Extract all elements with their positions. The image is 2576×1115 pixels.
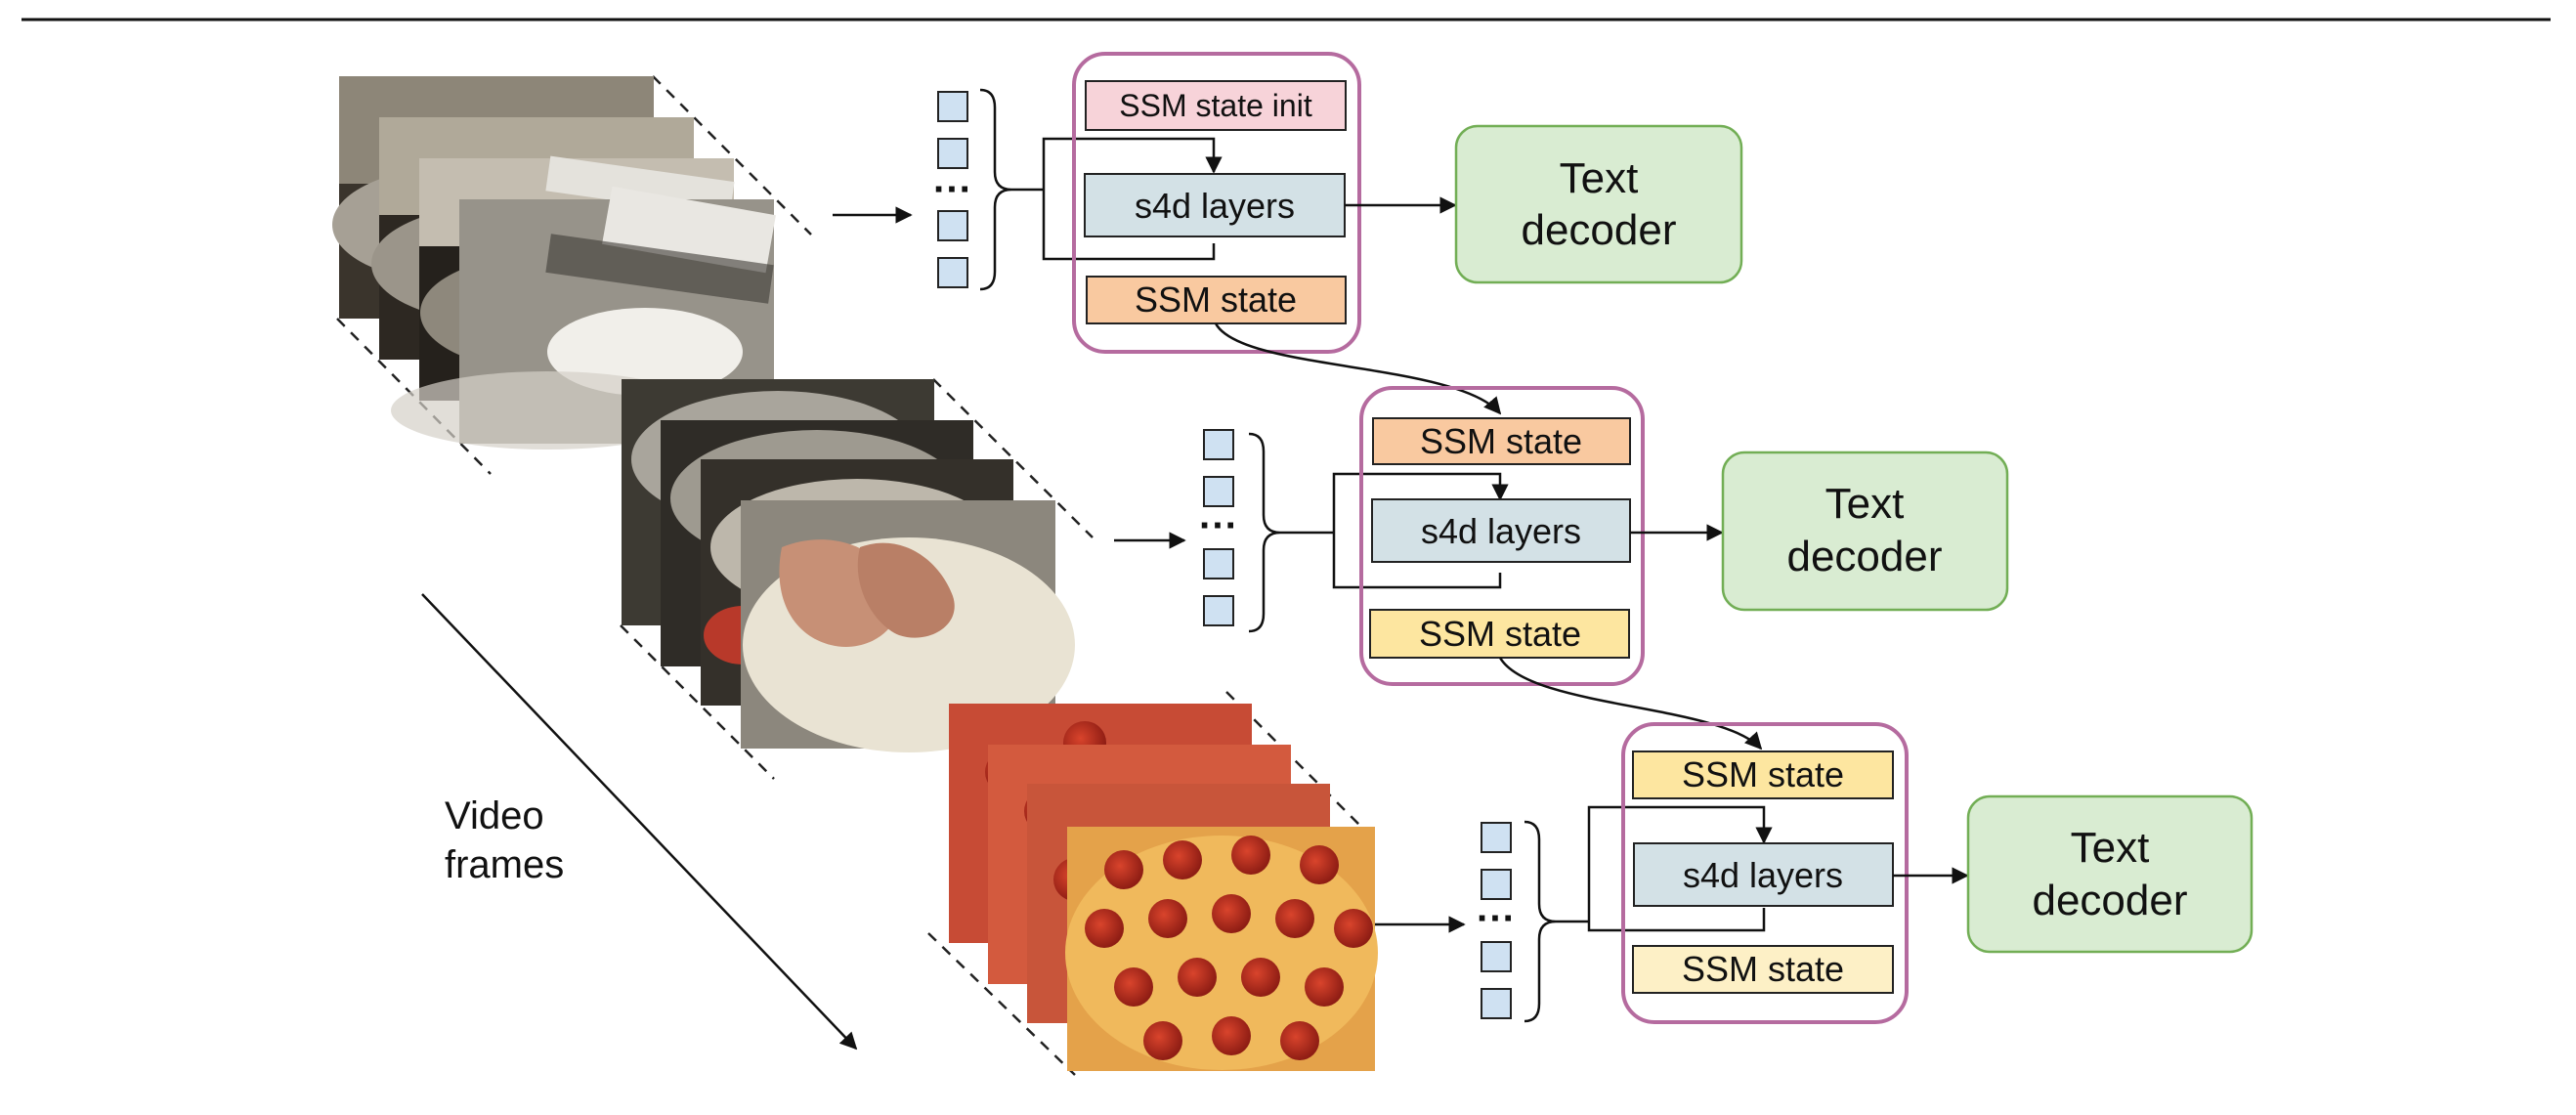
ssm-state-label: SSM state <box>1682 949 1844 989</box>
brace <box>979 88 1012 291</box>
block-1: ··· SSM state init s4d layers SSM state … <box>833 52 1743 354</box>
s4d-layers-box <box>1371 498 1631 563</box>
s4d-layers-label: s4d layers <box>1683 855 1843 895</box>
ssm-state-label: SSM state <box>1419 614 1581 654</box>
text-decoder-label-line1: Text <box>2071 824 2150 872</box>
text-decoder-box <box>1454 124 1743 284</box>
text-decoder-box <box>1966 794 2254 954</box>
ssm-group-border <box>1621 722 1909 1024</box>
ssm-state-init-box <box>1085 80 1347 131</box>
recurrence-loop-arrow <box>1587 805 1773 922</box>
block-3: ··· SSM state s4d layers SSM state Text … <box>1375 722 2254 1024</box>
text-decoder-label-line1: Text <box>1560 154 1639 202</box>
token-square <box>1203 476 1234 507</box>
video-frame-stack-3 <box>927 691 1378 1076</box>
text-decoder-label-line1: Text <box>1825 480 1905 528</box>
recurrence-loop <box>1042 190 1216 261</box>
ssm-state-box-top <box>1372 417 1631 465</box>
text-decoder-label-line2: decoder <box>2032 877 2187 924</box>
brace <box>1524 820 1557 1023</box>
recurrence-loop-arrow <box>1042 137 1223 190</box>
block-2: ··· SSM state s4d layers SSM state Text … <box>1114 386 2009 686</box>
s4d-layers-box <box>1084 173 1346 237</box>
token-square <box>1203 429 1234 460</box>
text-decoder-label-line2: decoder <box>1786 533 1942 580</box>
token-ellipsis: ··· <box>933 168 972 211</box>
video-frame <box>391 186 776 450</box>
token-square <box>937 257 968 288</box>
video-frame-stack-1 <box>332 75 812 475</box>
s4d-layers-box <box>1633 842 1894 907</box>
token-ellipsis: ··· <box>1477 897 1516 940</box>
video-frame <box>1065 827 1378 1071</box>
s4d-layers-label: s4d layers <box>1421 511 1581 551</box>
ssm-state-box <box>1086 276 1347 324</box>
token-square <box>1203 548 1234 579</box>
ssm-state-box <box>1632 945 1894 994</box>
recurrence-loop-arrow <box>1332 472 1509 533</box>
ssm-state-box-top <box>1632 750 1894 799</box>
ssm-state-label: SSM state <box>1135 279 1297 320</box>
recurrence-loop <box>1587 908 1766 932</box>
ssm-group-border <box>1359 386 1645 686</box>
ssm-state-label-top: SSM state <box>1420 421 1582 461</box>
video-frames-label-line2: frames <box>445 843 564 886</box>
recurrence-loop <box>1332 533 1502 589</box>
token-square <box>937 138 968 169</box>
ssm-state-init-label: SSM state init <box>1119 88 1312 123</box>
state-transfer-arrow <box>1214 322 1502 415</box>
ssm-group-border <box>1072 52 1361 354</box>
token-ellipsis: ··· <box>1199 504 1238 547</box>
token-square <box>1481 941 1512 972</box>
ssm-state-box <box>1369 609 1630 659</box>
token-square <box>1203 595 1234 626</box>
time-arrow <box>421 593 858 1051</box>
token-square <box>1481 869 1512 900</box>
text-decoder-label-line2: decoder <box>1521 206 1676 254</box>
video-frames-label-line1: Video <box>445 794 544 837</box>
token-square <box>937 91 968 122</box>
ssm-state-label-top: SSM state <box>1682 754 1844 794</box>
token-square <box>937 210 968 241</box>
brace <box>1248 432 1281 633</box>
video-frame-stack-2 <box>620 378 1094 780</box>
text-decoder-box <box>1721 450 2009 612</box>
token-square <box>1481 822 1512 853</box>
token-square <box>1481 988 1512 1019</box>
state-transfer-arrow <box>1498 657 1763 750</box>
s4d-layers-label: s4d layers <box>1135 186 1295 226</box>
